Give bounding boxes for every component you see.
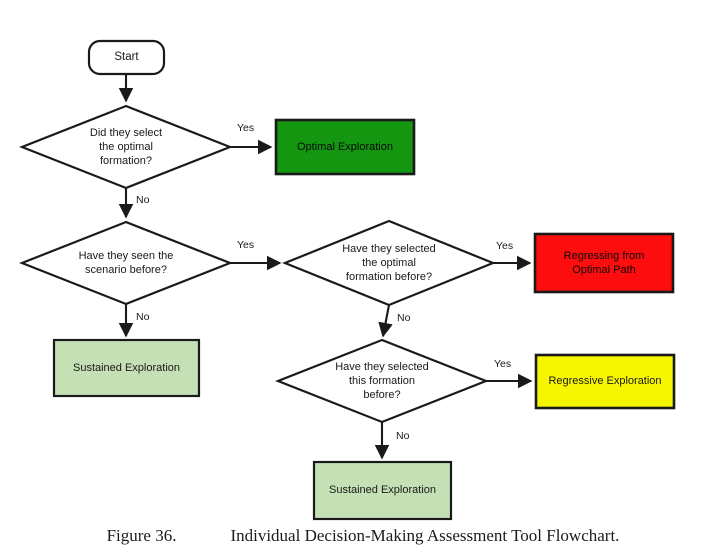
edge-label-decision4-no: No [396,430,410,442]
figure-number: Figure 36. [106,526,177,545]
edge-label-decision4-yes: Yes [494,358,512,370]
edge-label-decision1-no: No [136,194,150,206]
figure-caption: Figure 36. Individual Decision-Making Ass… [0,526,726,546]
edge-label-decision1-yes: Yes [237,122,255,134]
node-regressive-exploration-shape [534,353,676,410]
node-sustained-exploration-left-shape [52,338,201,398]
edge-label-decision2-yes: Yes [237,239,255,251]
edge-decision3-no [378,304,393,338]
node-start-shape [87,39,166,76]
node-decision-optimal-formation-shape [19,104,233,190]
edge-label-decision2-no: No [136,311,150,323]
node-decision-seen-scenario-shape [19,220,233,306]
figure-title: Individual Decision-Making Assessment To… [230,526,620,545]
edge-label-decision3-no: No [397,312,411,324]
node-decision-selected-this-formation-shape [275,338,489,424]
node-optimal-exploration-shape [274,118,416,176]
edge-label-decision3-yes: Yes [496,240,514,252]
node-regressing-from-optimal-path-shape [533,232,675,294]
node-sustained-exploration-bottom-shape [312,460,453,521]
node-decision-selected-optimal-before-shape [282,219,496,307]
